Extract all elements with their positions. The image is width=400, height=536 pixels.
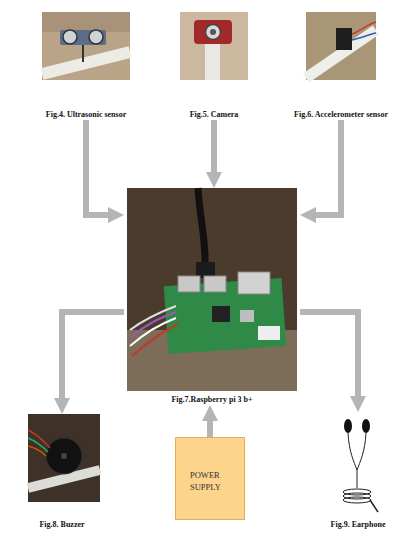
cable bbox=[348, 433, 357, 470]
figure-caption: Fig.4. Ultrasonic sensor bbox=[24, 110, 148, 120]
usb-port bbox=[204, 276, 226, 292]
photo-frame bbox=[17, 414, 107, 502]
figure-caption: Fig.6. Accelerometer sensor bbox=[283, 110, 399, 120]
transducer bbox=[89, 30, 103, 44]
connector bbox=[258, 326, 280, 340]
photo-shade bbox=[42, 12, 130, 32]
sensor-board bbox=[60, 30, 106, 45]
pipe bbox=[205, 42, 220, 80]
chip bbox=[212, 306, 230, 322]
chip bbox=[240, 310, 254, 322]
pipe bbox=[42, 52, 130, 74]
photo-background bbox=[42, 12, 130, 80]
box-label: POWER SUPPLY bbox=[190, 469, 236, 493]
figure-caption: Fig.7.Raspberry pi 3 b+ bbox=[124, 395, 300, 405]
ultrasonic-photo bbox=[42, 12, 130, 80]
wire bbox=[352, 22, 376, 34]
buzzer-photo bbox=[28, 414, 100, 502]
wire bbox=[132, 324, 178, 356]
figure-caption: Fig.8. Buzzer bbox=[17, 520, 107, 530]
lens-center bbox=[210, 29, 216, 35]
figure-node: Fig.4. Ultrasonic sensor bbox=[24, 12, 148, 120]
flow-arrow bbox=[211, 120, 217, 172]
flow-arrow bbox=[207, 421, 213, 437]
photo-frame bbox=[172, 12, 256, 80]
figure-node: Fig.6. Accelerometer sensor bbox=[283, 12, 399, 120]
flow-arrow bbox=[62, 312, 124, 398]
wire bbox=[130, 306, 176, 330]
buzzer-hole bbox=[61, 453, 67, 459]
figure-node: Fig.9. Earphone bbox=[318, 412, 398, 530]
power-box: POWER SUPPLY bbox=[175, 437, 245, 520]
cable-coil bbox=[343, 497, 371, 503]
figure-node: Fig.7.Raspberry pi 3 b+ bbox=[124, 188, 300, 405]
usb-cable bbox=[198, 188, 205, 266]
figure-caption: Fig.5. Camera bbox=[172, 110, 256, 120]
photo-background bbox=[127, 188, 297, 391]
wire bbox=[82, 45, 84, 62]
photo-background bbox=[28, 414, 100, 502]
earphone-drawing bbox=[343, 419, 378, 512]
ethernet-port bbox=[238, 272, 270, 294]
wire bbox=[28, 446, 46, 456]
transducer bbox=[63, 30, 77, 44]
lens bbox=[206, 25, 221, 40]
raspberry-pi-photo bbox=[127, 188, 297, 391]
photo-background bbox=[306, 12, 376, 80]
figure-node: Fig.8. Buzzer bbox=[17, 414, 107, 530]
camera-photo bbox=[180, 12, 248, 80]
flow-arrow bbox=[300, 312, 358, 396]
sensor-module bbox=[336, 28, 352, 50]
buzzer-body bbox=[46, 438, 82, 474]
photo-frame bbox=[24, 12, 148, 80]
earbud bbox=[344, 419, 352, 433]
accelerometer-photo bbox=[306, 12, 376, 80]
earbud bbox=[362, 419, 370, 433]
wire bbox=[352, 33, 376, 40]
figure-node: Fig.5. Camera bbox=[172, 12, 256, 120]
cable bbox=[357, 470, 358, 488]
usb-port bbox=[178, 276, 200, 292]
plug bbox=[370, 500, 378, 512]
cable bbox=[357, 433, 366, 470]
camera-body bbox=[194, 20, 232, 44]
photo-frame bbox=[318, 412, 398, 512]
flow-arrow bbox=[316, 120, 341, 215]
photo-background bbox=[180, 12, 248, 80]
figure-caption: Fig.9. Earphone bbox=[318, 520, 398, 530]
wire bbox=[130, 318, 176, 346]
photo-frame bbox=[124, 188, 300, 391]
photo-frame bbox=[283, 12, 399, 80]
flow-arrow bbox=[86, 120, 108, 215]
wire bbox=[130, 312, 176, 338]
